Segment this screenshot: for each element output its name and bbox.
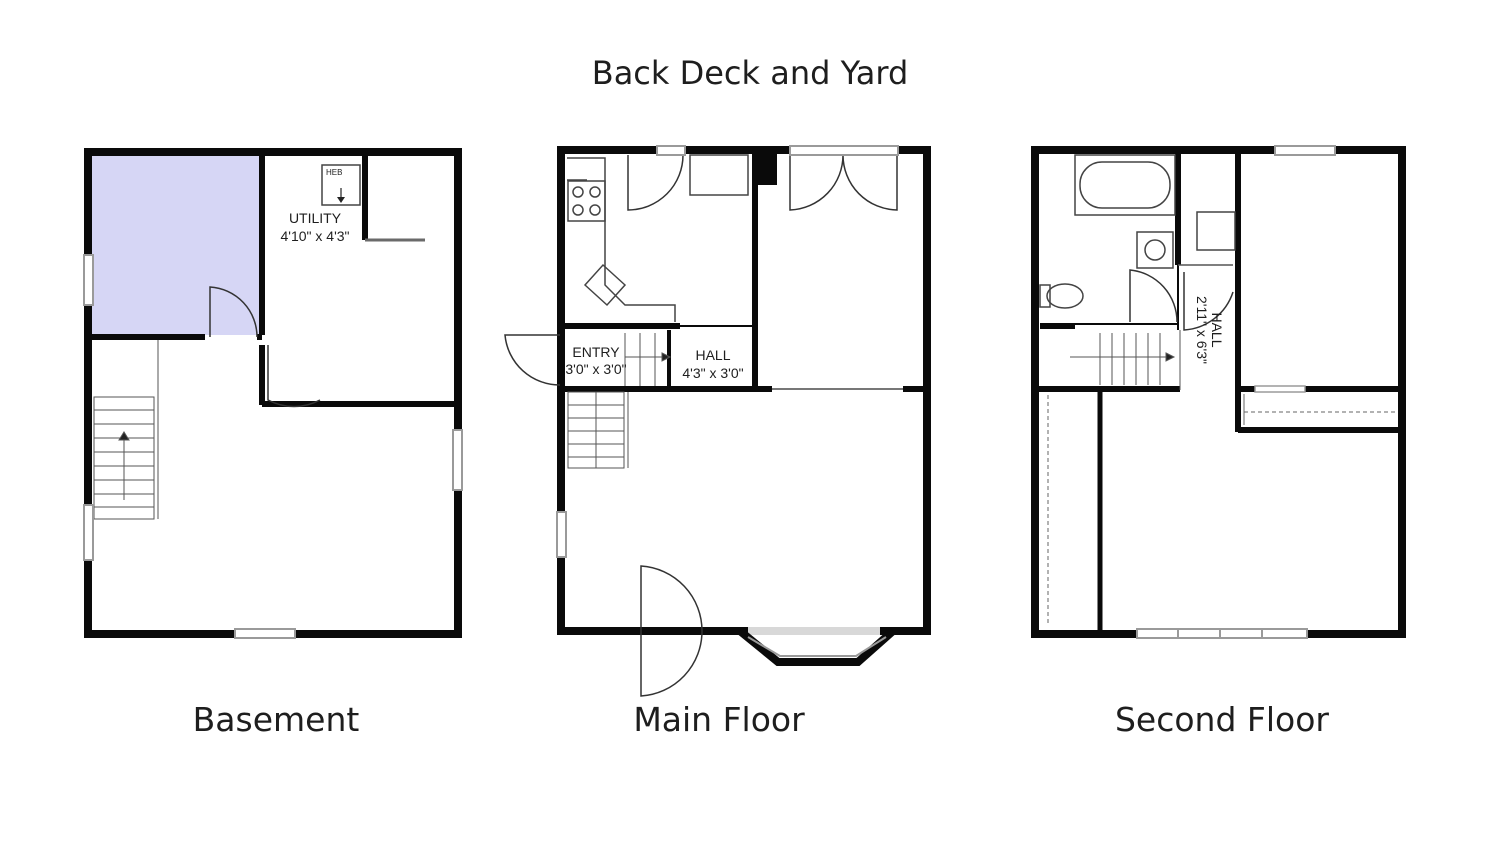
page-title: Back Deck and Yard <box>591 54 909 92</box>
entry-name: ENTRY <box>572 344 620 360</box>
main-floor-plan: ENTRY 3'0" x 3'0" HALL 4'3" x 3'0" <box>504 145 931 697</box>
window <box>452 429 463 491</box>
window <box>789 145 899 156</box>
door-swing <box>627 154 684 211</box>
window <box>83 504 94 561</box>
hall-dims-second: 2'11" x 6'3" <box>1194 296 1210 364</box>
second-stairs <box>1070 330 1181 390</box>
french-doors <box>789 154 898 211</box>
door-swing <box>267 345 321 408</box>
window <box>1136 628 1308 639</box>
door-swing <box>1129 269 1178 323</box>
second-floor-label: Second Floor <box>1114 700 1330 739</box>
hall-dims: 4'3" x 3'0" <box>682 365 743 381</box>
entry-dims: 3'0" x 3'0" <box>565 361 626 377</box>
bay-window <box>737 627 896 666</box>
kitchen-counters <box>567 154 749 322</box>
basement-plan: HEB UTILITY 4'10" x 4'3" <box>83 148 463 639</box>
window <box>234 628 296 639</box>
appliance-tag: HEB <box>326 168 342 177</box>
utility-dims: 4'10" x 4'3" <box>281 228 350 244</box>
front-door <box>640 565 703 697</box>
utility-name: UTILITY <box>289 210 342 226</box>
window <box>556 511 567 558</box>
main-stairs <box>567 333 672 469</box>
hall-name-second: HALL <box>1209 312 1225 347</box>
hall-name: HALL <box>695 347 730 363</box>
bathroom-fixtures <box>1039 154 1236 309</box>
main-floor-label: Main Floor <box>633 700 805 739</box>
entry-door <box>504 334 561 386</box>
highlighted-room <box>90 155 262 335</box>
second-floor-plan: HALL 2'11" x 6'3" <box>1031 145 1406 639</box>
basement-label: Basement <box>192 700 360 739</box>
window <box>1274 145 1336 156</box>
window <box>656 145 686 156</box>
door-swing <box>1183 272 1234 331</box>
basement-stairs <box>93 340 159 520</box>
window <box>83 254 94 306</box>
door-swing <box>209 286 258 338</box>
